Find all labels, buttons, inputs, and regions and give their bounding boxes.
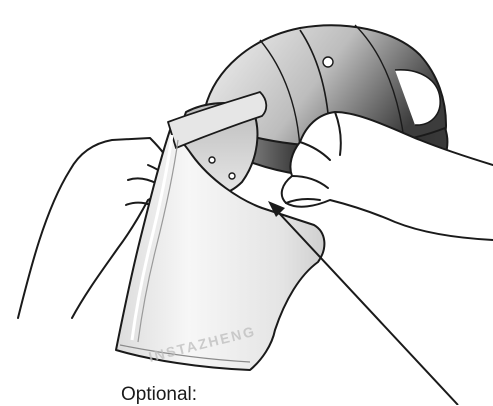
optional-caption: Optional: [121, 384, 197, 406]
right-hand-illustration [282, 112, 493, 240]
